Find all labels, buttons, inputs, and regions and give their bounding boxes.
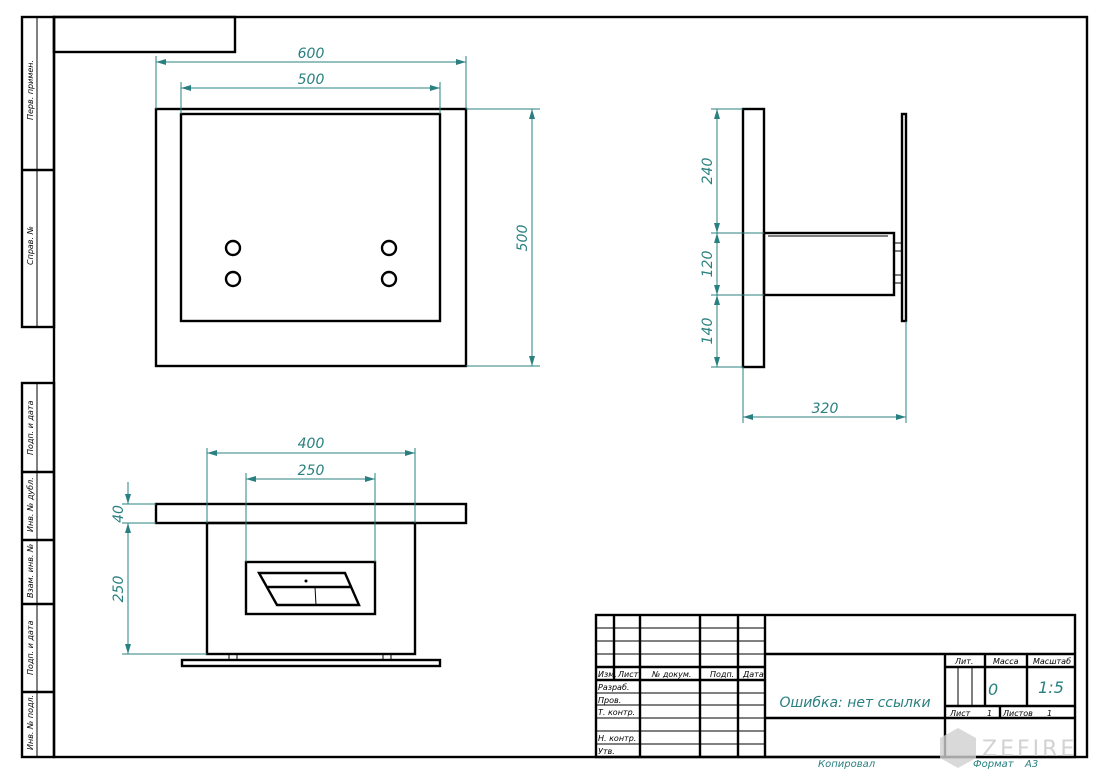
dim-140: 140 xyxy=(700,318,716,345)
header-list: Лист xyxy=(617,670,639,679)
watermark-logo-icon xyxy=(940,728,976,768)
strip-label: Взам. инв. № xyxy=(26,544,35,598)
dim-250-height: 250 xyxy=(111,576,127,603)
sheet-value: 1 xyxy=(987,709,992,718)
role-approved: Утв. xyxy=(598,747,615,756)
strip-label: Перв. примен. xyxy=(26,60,35,120)
front-view: 600 500 500 xyxy=(154,46,540,368)
strip-label: Инв. № дубл. xyxy=(26,477,35,532)
dim-40: 40 xyxy=(111,505,127,523)
strip-label: Подп. и дата xyxy=(26,400,35,455)
header-doc-no: № докум. xyxy=(651,670,691,679)
dim-250-width: 250 xyxy=(298,463,325,479)
side-view: 240 120 140 320 xyxy=(700,107,908,423)
title-block: Изм. Лист № докум. Подп. Дата Разраб. Пр… xyxy=(594,613,1077,759)
role-developer: Разраб. xyxy=(598,683,629,692)
strip-label: Подп. и дата xyxy=(26,620,35,675)
sheets-value: 1 xyxy=(1047,709,1052,718)
mass-label: Масса xyxy=(993,657,1019,666)
scale-value: 1:5 xyxy=(1038,678,1064,697)
dim-500-width: 500 xyxy=(298,72,325,88)
format-label: Формат xyxy=(973,759,1015,770)
drawing-name: Ошибка: нет ссылки xyxy=(779,695,930,711)
button-holes xyxy=(224,239,398,288)
dim-320: 320 xyxy=(812,401,839,417)
dim-120: 120 xyxy=(700,251,716,278)
header-izm: Изм. xyxy=(598,670,617,679)
sheets-label: Листов xyxy=(1002,709,1033,718)
role-tech-control: Т. контр. xyxy=(598,708,635,717)
lit-label: Лит. xyxy=(954,657,973,666)
mass-value: 0 xyxy=(988,680,998,699)
role-checker: Пров. xyxy=(598,696,621,705)
sheet-label: Лист xyxy=(949,709,971,718)
scale-label: Масштаб xyxy=(1033,657,1071,666)
sheet-frame xyxy=(52,15,1089,759)
top-view: 400 250 40 250 xyxy=(111,436,468,668)
watermark: ZEFIRE xyxy=(940,728,1077,768)
strip-label: Инв. № подл. xyxy=(26,695,35,750)
dim-500-height: 500 xyxy=(515,225,531,252)
header-sign: Подп. xyxy=(710,670,734,679)
format-value: A3 xyxy=(1024,759,1038,770)
dim-400: 400 xyxy=(298,436,325,452)
role-norm-control: Н. контр. xyxy=(598,734,636,743)
copied-label: Копировал xyxy=(818,759,876,770)
watermark-text: ZEFIRE xyxy=(982,737,1077,762)
header-date: Дата xyxy=(742,670,764,679)
strip-label: Справ. № xyxy=(26,226,35,265)
dim-240: 240 xyxy=(700,158,716,185)
side-strip: Перв. примен. Справ. № Подп. и дата Инв.… xyxy=(20,15,56,759)
dim-600: 600 xyxy=(298,46,325,62)
